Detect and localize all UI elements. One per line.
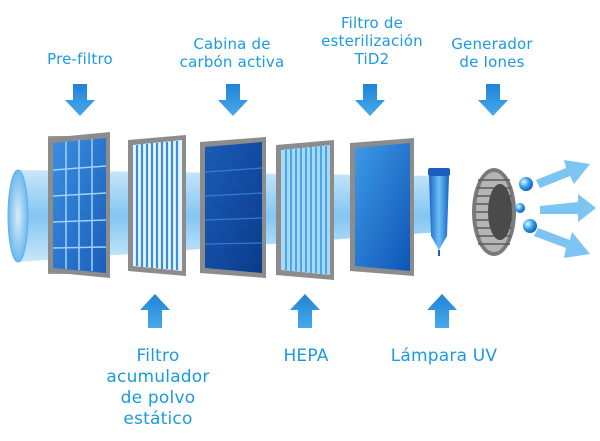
electrostatic-filter-panel xyxy=(128,135,186,276)
label-sterilization-filter: Filtro de esterilización TiD2 xyxy=(321,14,423,68)
hepa-filter-panel xyxy=(276,140,334,280)
pre-filter-panel xyxy=(48,132,110,278)
label-ion-generator: Generador de Iones xyxy=(451,35,533,71)
down-arrow-icon xyxy=(65,84,95,116)
label-carbon-cabin: Cabina de carbón activa xyxy=(179,35,285,71)
label-hepa: HEPA xyxy=(283,346,329,366)
tio2-filter-panel xyxy=(350,138,414,276)
label-pre-filter: Pre-filtro xyxy=(47,50,113,68)
carbon-filter-panel xyxy=(200,137,266,278)
label-electrostatic-filter: Filtro acumulador de polvo estático xyxy=(106,346,210,429)
up-arrow-icon xyxy=(290,294,320,328)
up-arrow-icon xyxy=(427,294,457,328)
label-uv-lamp: Lámpara UV xyxy=(390,346,498,366)
up-arrow-icon xyxy=(140,294,170,328)
airflow-arrow-icon xyxy=(534,160,596,258)
uv-lamp-icon xyxy=(428,168,450,256)
down-arrow-icon xyxy=(218,84,248,116)
ion-generator-icon xyxy=(472,168,537,256)
down-arrow-icon xyxy=(355,84,385,116)
down-arrow-icon xyxy=(478,84,508,116)
